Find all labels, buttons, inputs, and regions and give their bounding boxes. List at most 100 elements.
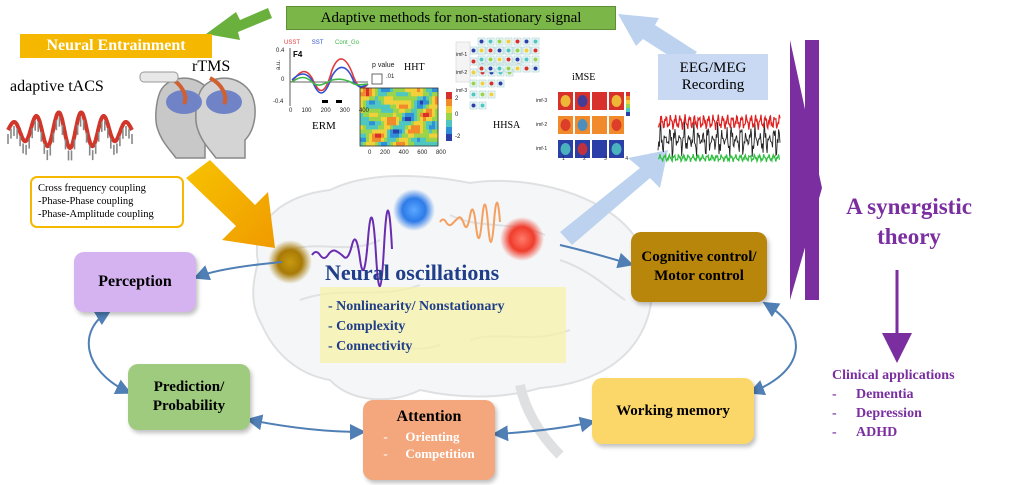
hht-cell xyxy=(429,96,433,101)
hht-cell xyxy=(429,117,433,122)
hht-cell xyxy=(390,88,394,93)
hht-cell xyxy=(414,108,418,114)
hht-cell xyxy=(405,100,409,105)
hhsa-dot xyxy=(506,39,511,44)
hht-cell xyxy=(408,121,412,126)
hhsa-row-label: imf-3 xyxy=(456,88,468,94)
hhsa-dot xyxy=(488,39,493,44)
hht-cell xyxy=(369,141,373,147)
hht-cell xyxy=(411,125,415,130)
hht-cell xyxy=(414,129,418,134)
hhsa-dot xyxy=(497,48,502,53)
hht-spectrogram xyxy=(360,88,439,147)
attention-title: Attention xyxy=(396,408,462,425)
hht-cell xyxy=(369,121,373,126)
hht-cell xyxy=(408,88,412,93)
hht-cell xyxy=(432,117,436,122)
hht-cell xyxy=(372,121,376,126)
hht-cell xyxy=(432,129,436,134)
hht-cell xyxy=(384,117,388,122)
hht-cell xyxy=(363,96,367,101)
hht-cell xyxy=(423,112,427,118)
hhsa-dot xyxy=(533,66,538,71)
hht-colorbar-cell xyxy=(446,120,452,127)
hht-cell xyxy=(390,121,394,126)
hht-cell xyxy=(375,141,379,147)
hht-cell xyxy=(408,112,412,118)
hht-cell xyxy=(435,129,439,134)
hht-cell xyxy=(393,141,397,147)
hht-cell xyxy=(390,133,394,139)
hht-cell xyxy=(432,137,436,143)
hht-cell xyxy=(366,117,370,122)
orange-wave xyxy=(439,201,501,243)
oscillation-properties: - Nonlinearity/ Nonstationary - Complexi… xyxy=(328,297,505,357)
hhsa-row-label: imf-2 xyxy=(456,70,468,76)
perception-box: Perception xyxy=(74,252,196,312)
hhsa-grid xyxy=(455,37,540,110)
hht-cell xyxy=(366,121,370,126)
hht-cell xyxy=(393,88,397,93)
cognitive-line2: Motor control xyxy=(654,268,744,284)
imse-map-blob xyxy=(611,119,622,131)
hht-cell xyxy=(399,96,403,101)
property-item: - Connectivity xyxy=(328,339,413,354)
hht-cell xyxy=(369,125,373,130)
hht-cell xyxy=(426,88,430,93)
hht-cell xyxy=(411,141,415,147)
hhsa-dot xyxy=(488,57,493,62)
hht-cell xyxy=(372,117,376,122)
hht-cell xyxy=(429,141,433,147)
imse-map-blob xyxy=(594,143,605,155)
hht-cell xyxy=(426,129,430,134)
hht-cell xyxy=(372,100,376,105)
imse-map-blob xyxy=(560,119,571,131)
hht-xtick: 600 xyxy=(417,150,428,156)
hht-cell xyxy=(432,112,436,118)
hht-cell xyxy=(411,104,415,110)
hht-cell xyxy=(378,121,382,126)
adaptive-methods-banner: Adaptive methods for non-stationary sign… xyxy=(286,6,616,30)
imse-colorbar-cell xyxy=(626,92,630,96)
hhsa-dot xyxy=(489,92,494,97)
hht-cell xyxy=(381,108,385,114)
hht-cell xyxy=(423,133,427,139)
attention-item: -Orienting xyxy=(383,429,460,444)
hht-cell xyxy=(414,112,418,118)
hhsa-dot xyxy=(515,66,520,71)
hhsa-dot xyxy=(515,48,520,53)
tacs-ticks xyxy=(7,116,133,161)
neural-entrainment-label: Neural Entrainment xyxy=(46,37,186,54)
hht-cell xyxy=(366,141,370,147)
hht-cell xyxy=(402,125,406,130)
erm-xtick: 100 xyxy=(301,108,312,114)
hht-cell xyxy=(423,125,427,130)
hht-cell xyxy=(387,100,391,105)
hht-cell xyxy=(420,108,424,114)
hht-cell xyxy=(360,92,364,97)
hht-cell xyxy=(387,96,391,101)
hht-cell xyxy=(405,96,409,101)
hht-cell xyxy=(366,129,370,134)
hht-cell xyxy=(396,100,400,105)
synergistic-line2: theory xyxy=(877,224,941,249)
hht-cell xyxy=(396,121,400,126)
hht-cell xyxy=(420,129,424,134)
hht-cell xyxy=(375,137,379,143)
hht-cell xyxy=(378,141,382,147)
erm-xtick: 400 xyxy=(358,108,369,114)
hhsa-dot xyxy=(498,81,503,86)
hht-cell xyxy=(363,133,367,139)
erm-ytick-bot: -0.4 xyxy=(273,99,284,105)
tacs-waveform xyxy=(6,110,134,151)
hhsa-dot xyxy=(479,66,484,71)
erm-ytick-mid: 0 xyxy=(281,77,285,83)
hht-cell xyxy=(411,92,415,97)
hht-cell xyxy=(393,117,397,122)
hht-cell xyxy=(429,104,433,110)
hht-cell xyxy=(393,125,397,130)
hht-cell xyxy=(399,92,403,97)
hht-cell xyxy=(396,92,400,97)
hht-cell xyxy=(426,117,430,122)
